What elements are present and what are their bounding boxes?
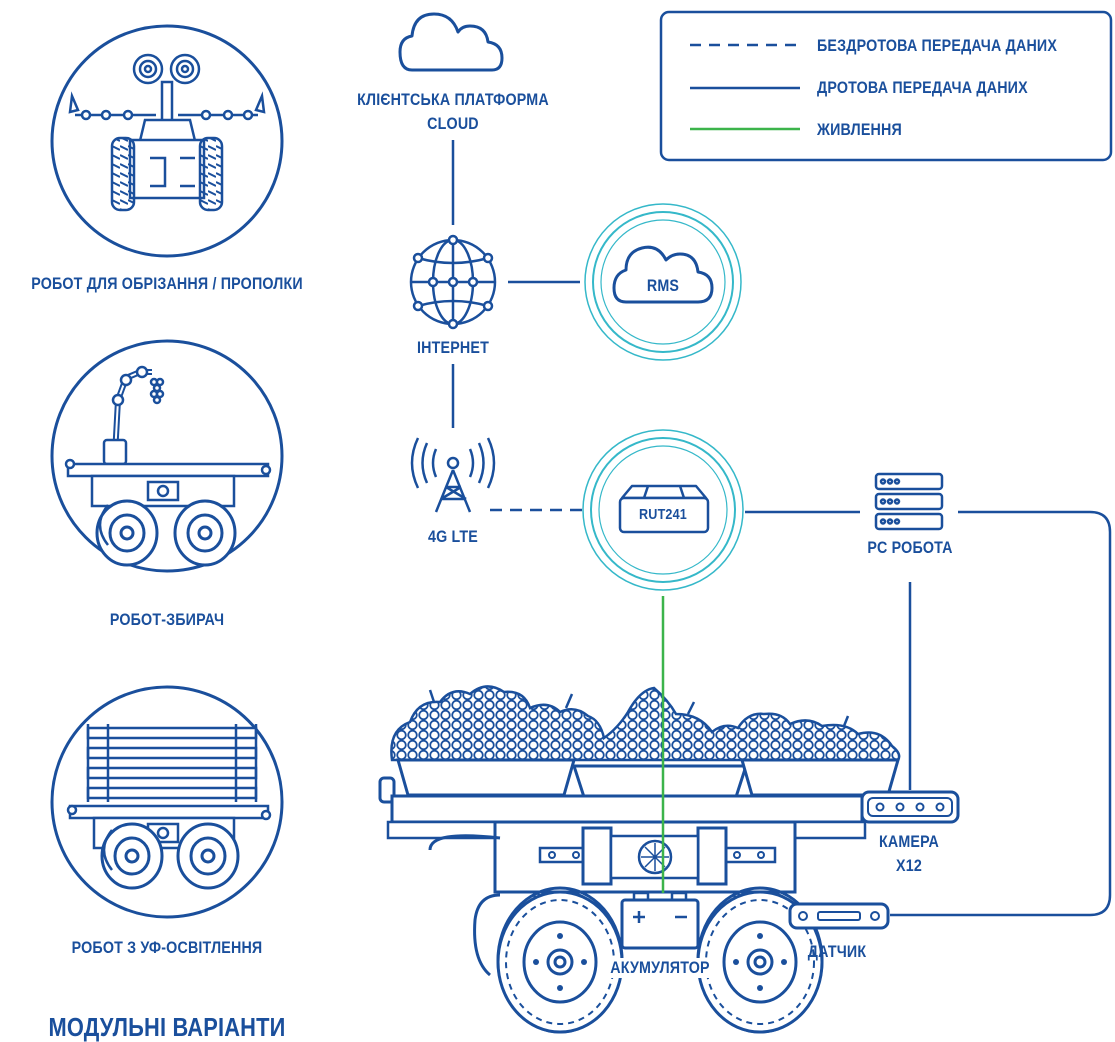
uv-robot-illustration xyxy=(50,685,284,919)
connection-lines xyxy=(451,140,1112,917)
legend-box xyxy=(659,10,1113,162)
router-node xyxy=(582,429,744,591)
pc-label: PC РОБОТА xyxy=(867,538,953,557)
battery-icon xyxy=(620,891,700,950)
variant-pruning-label: РОБОТ ДЛЯ ОБРІЗАННЯ / ПРОПОЛКИ xyxy=(31,274,303,293)
rms-node xyxy=(584,203,742,361)
crate-right xyxy=(740,758,900,797)
camera-label-line2: X12 xyxy=(896,856,922,875)
cloud-label-line2: CLOUD xyxy=(427,114,479,133)
globe-icon xyxy=(409,234,497,330)
main-robot-illustration xyxy=(378,685,901,1034)
camera-icon xyxy=(860,790,960,824)
cell-tower-icon xyxy=(410,437,496,513)
crate-middle xyxy=(571,764,749,799)
rms-cloud-icon xyxy=(612,245,714,304)
legend xyxy=(659,10,1113,162)
crate-left xyxy=(396,758,576,797)
legend-wireless-label: БЕЗДРОТОВА ПЕРЕДАЧА ДАНИХ xyxy=(817,36,1058,55)
pc-sensor-line xyxy=(890,510,1112,917)
variant-harvester-label: РОБОТ-ЗБИРАЧ xyxy=(109,610,225,629)
modular-variants-heading: МОДУЛЬНІ ВАРІАНТИ xyxy=(48,1012,286,1042)
internet-label: ІНТЕРНЕТ xyxy=(417,338,489,357)
sensor-label: ДАТЧИК xyxy=(807,942,867,961)
legend-power-label: ЖИВЛЕННЯ xyxy=(817,120,902,139)
legend-wired-label: ДРОТОВА ПЕРЕДАЧА ДАНИХ xyxy=(817,78,1028,97)
server-icon xyxy=(874,472,944,531)
grape-pile xyxy=(390,685,901,762)
lte-label: 4G LTE xyxy=(428,527,478,546)
cloud-icon xyxy=(398,12,504,72)
router-icon xyxy=(618,484,710,534)
cloud-label-line1: КЛІЄНТСЬКА ПЛАТФОРМА xyxy=(357,90,549,109)
sensor-icon xyxy=(788,902,890,930)
battery-label: АКУМУЛЯТОР xyxy=(601,958,719,978)
pruning-robot-illustration xyxy=(50,24,284,258)
camera-label-line1: КАМЕРА xyxy=(878,832,940,851)
variant-uv-label: РОБОТ З УФ-ОСВІТЛЕННЯ xyxy=(71,938,263,957)
cart-platform xyxy=(390,794,864,824)
rms-label: RMS xyxy=(646,276,680,295)
harvester-robot-illustration xyxy=(50,339,284,573)
router-label: RUT241 xyxy=(639,506,687,523)
